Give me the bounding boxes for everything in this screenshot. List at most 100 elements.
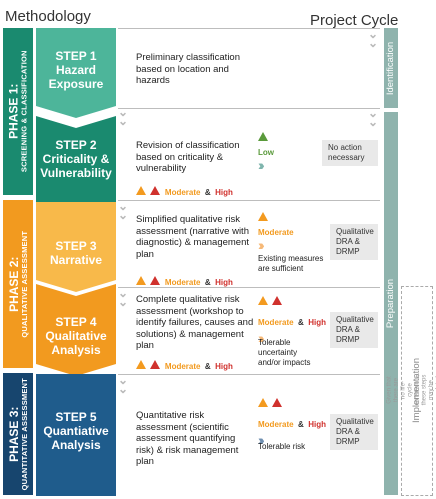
step-1-arrow bbox=[36, 28, 116, 118]
step-5-arrow bbox=[36, 374, 116, 496]
step-2: STEP 2 Criticality & Vulnerability bbox=[36, 135, 116, 183]
step-1-line3: Exposure bbox=[48, 77, 104, 91]
step-3-description: Simplified qualitative risk assessment (… bbox=[136, 214, 250, 260]
step-1-description: Preliminary classification based on loca… bbox=[136, 52, 241, 86]
level-moderate: Moderate bbox=[258, 228, 294, 237]
level-high: High bbox=[215, 362, 233, 371]
chevron-down-icon: ⌄⌄ bbox=[368, 27, 378, 50]
implementation-note: Given that there are no life-cycle const… bbox=[386, 374, 436, 406]
mod-high-indicator-step5: Moderate & High ›››› bbox=[258, 394, 326, 448]
warning-moderate-icon bbox=[258, 212, 268, 222]
warning-moderate-icon bbox=[136, 186, 146, 196]
qualitative-tag-step4: Qualitative DRA & DRMP bbox=[330, 312, 378, 348]
warning-high-icon bbox=[272, 296, 283, 306]
qualitative-tag-step3: Qualitative DRA & DRMP bbox=[330, 224, 378, 260]
step-3: STEP 3 Narrative bbox=[36, 235, 116, 271]
methodology-header: Methodology bbox=[5, 8, 91, 25]
level-moderate: Moderate bbox=[164, 362, 201, 371]
qualitative-tag-step5: Qualitative DRA & DRMP bbox=[330, 414, 378, 450]
outcome-tolerable-risk: Tolerable risk bbox=[258, 442, 306, 451]
warning-low-icon bbox=[258, 132, 268, 142]
implementation-box bbox=[401, 286, 433, 496]
risk-indicator-step4: Moderate & High bbox=[136, 356, 233, 374]
warning-moderate-icon bbox=[258, 296, 268, 306]
step-5-line1: STEP 5 bbox=[55, 410, 97, 424]
phase-2-label: PHASE 2: bbox=[6, 256, 21, 312]
project-cycle-header: Project Cycle bbox=[310, 12, 399, 29]
step-4-arrow bbox=[36, 284, 116, 376]
step-2-line3: Vulnerability bbox=[40, 166, 112, 180]
warning-high-icon bbox=[272, 398, 283, 408]
risk-indicator-step3: Moderate & High bbox=[136, 272, 233, 290]
level-amp: & bbox=[298, 318, 304, 327]
low-indicator: Low ›››› bbox=[258, 128, 274, 173]
arrow-right-icon: ›››› bbox=[258, 237, 265, 253]
warning-moderate-icon bbox=[136, 276, 146, 286]
chevron-down-icon: ⌄⌄ bbox=[118, 373, 128, 396]
level-high: High bbox=[215, 188, 233, 197]
level-moderate: Moderate bbox=[164, 188, 201, 197]
warning-high-icon bbox=[150, 360, 161, 370]
chevron-down-icon: ⌄⌄ bbox=[118, 286, 128, 309]
level-low: Low bbox=[258, 148, 274, 157]
step-3-arrow bbox=[36, 202, 116, 292]
level-amp: & bbox=[298, 420, 304, 429]
level-amp: & bbox=[204, 278, 211, 287]
chevron-down-icon: ⌄⌄ bbox=[368, 106, 378, 129]
arrow-right-icon: ›››› bbox=[258, 330, 265, 346]
chevron-down-icon: ⌄⌄ bbox=[118, 199, 128, 222]
outcome-tolerable-uncertainty: Tolerable uncertainty and/or impacts bbox=[258, 338, 311, 367]
divider-1 bbox=[118, 108, 380, 109]
step-arrows bbox=[36, 28, 116, 496]
step-2-arrow bbox=[36, 116, 116, 220]
phase-1-label: PHASE 1: bbox=[6, 83, 21, 140]
risk-indicator-step2: Moderate & High bbox=[136, 182, 233, 200]
warning-high-icon bbox=[150, 186, 161, 196]
phase-2-sub: QUALITATIVE ASSESSMENT bbox=[19, 230, 29, 338]
divider-4 bbox=[118, 374, 380, 375]
level-moderate: Moderate bbox=[164, 278, 201, 287]
phase-3-bar: PHASE 3:QUANTITATIVE ASSESSMENT bbox=[3, 373, 33, 495]
identification-bar: Identification bbox=[384, 28, 398, 108]
warning-high-icon bbox=[150, 276, 161, 286]
step-4-line3: Analysis bbox=[51, 343, 101, 357]
identification-label: Identification bbox=[385, 41, 397, 95]
level-moderate: Moderate bbox=[258, 318, 294, 327]
implementation-note-wrap: Given that there are no life-cycle const… bbox=[386, 286, 436, 494]
level-amp: & bbox=[204, 362, 211, 371]
level-high: High bbox=[308, 318, 327, 327]
step-4: STEP 4 Qualitative Analysis bbox=[36, 310, 116, 362]
step-1-line1: STEP 1 bbox=[55, 49, 97, 63]
warning-moderate-icon bbox=[258, 398, 268, 408]
phase-3-label: PHASE 3: bbox=[6, 406, 21, 462]
preparation-bar: Preparation bbox=[384, 112, 398, 495]
arrow-right-icon: ›››› bbox=[258, 157, 265, 173]
level-high: High bbox=[215, 278, 233, 287]
warning-moderate-icon bbox=[136, 360, 146, 370]
outcome-existing: Existing measures are sufficient bbox=[258, 254, 324, 273]
step-3-line2: Narrative bbox=[49, 253, 103, 267]
step-2-line1: STEP 2 bbox=[55, 138, 97, 152]
step-4-description: Complete qualitative risk assessment (wo… bbox=[136, 294, 254, 351]
preparation-label: Preparation bbox=[385, 278, 397, 329]
step-5-line2: Quantiative bbox=[43, 424, 109, 438]
divider-top bbox=[118, 28, 380, 29]
phase-1-bar: PHASE 1:SCREENING & CLASSIFICATION bbox=[3, 28, 33, 195]
step-2-description: Revision of classification based on crit… bbox=[136, 140, 240, 174]
step-4-line1: STEP 4 bbox=[55, 315, 97, 329]
arrow-right-icon: ›››› bbox=[258, 432, 265, 448]
step-4-line2: Qualitative bbox=[45, 329, 107, 343]
step-1: STEP 1 Hazard Exposure bbox=[36, 40, 116, 100]
phase-3-sub: QUANTITATIVE ASSESSMENT bbox=[19, 377, 29, 491]
level-moderate: Moderate bbox=[258, 420, 294, 429]
step-2-line2: Criticality & bbox=[42, 152, 110, 166]
chevron-down-icon: ⌄⌄ bbox=[118, 105, 128, 128]
level-high: High bbox=[308, 420, 327, 429]
divider-2 bbox=[118, 200, 380, 201]
level-amp: & bbox=[204, 188, 211, 197]
step-5-line3: Analysis bbox=[51, 438, 101, 452]
phase-2-bar: PHASE 2:QUALITATIVE ASSESSMENT bbox=[3, 200, 33, 368]
moderate-indicator-step3: Moderate ›››› bbox=[258, 208, 294, 253]
step-1-line2: Hazard bbox=[55, 63, 96, 77]
phase-1-sub: SCREENING & CLASSIFICATION bbox=[19, 50, 29, 173]
